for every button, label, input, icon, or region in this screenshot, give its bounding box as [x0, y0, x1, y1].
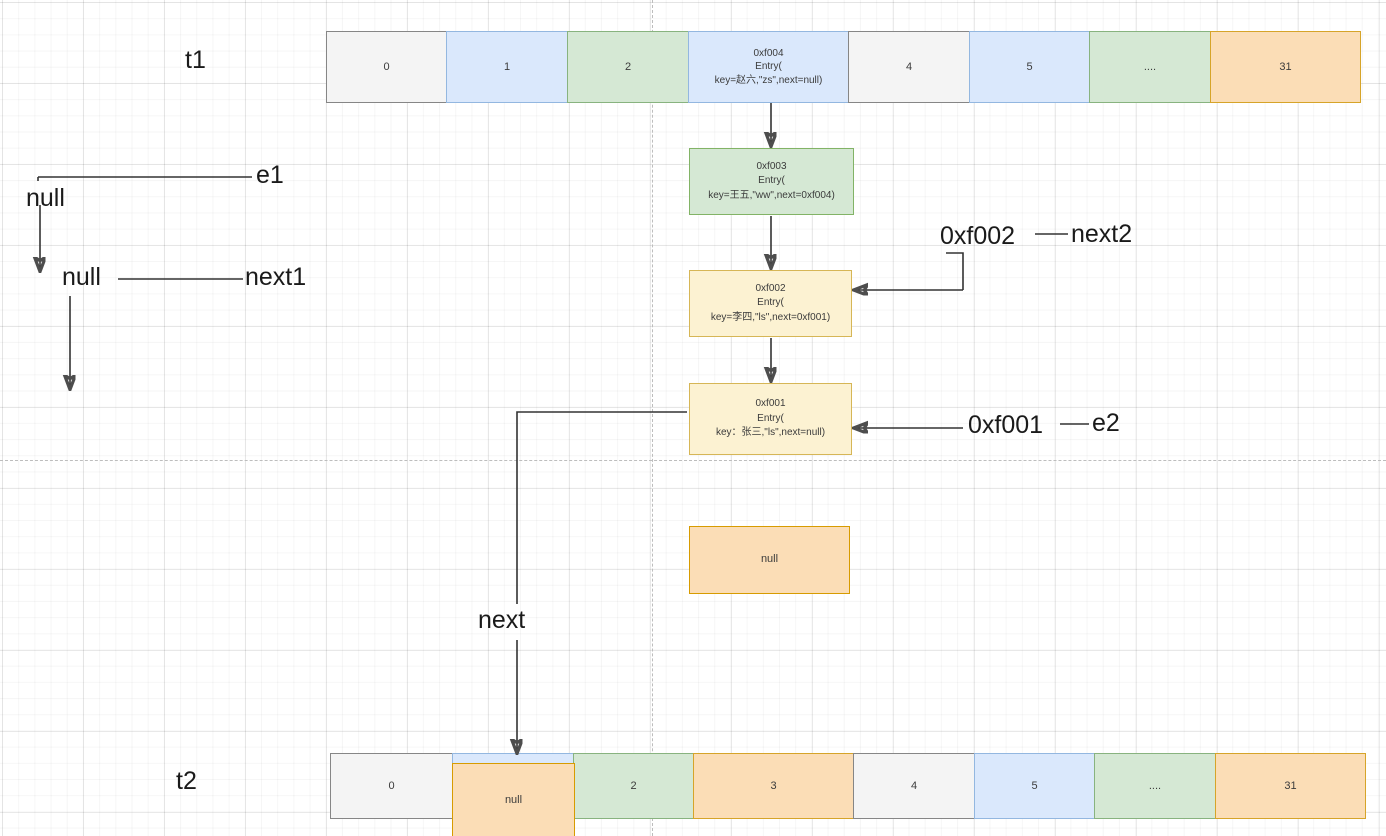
t2-cell-4-label: 4: [910, 779, 918, 792]
t2-cell-31[interactable]: 31: [1215, 753, 1366, 819]
t1-cell-ellipsis-label: ....: [1143, 60, 1157, 73]
entry-0xf001-body: key：张三,"ls",next=null): [715, 427, 826, 439]
page-guide-horizontal: [0, 460, 1386, 461]
label-addr-next2: 0xf002: [940, 222, 1016, 250]
entry-0xf002-addr: 0xf002: [755, 282, 786, 294]
entry-0xf003-body: key=王五,"ww",next=0xf004): [708, 189, 835, 201]
t2-cell-4[interactable]: 4: [853, 753, 975, 819]
t1-cell-2[interactable]: 2: [567, 31, 689, 103]
entry-0xf002-body: key=李四,"ls",next=0xf001): [710, 311, 831, 323]
t1-cell-3-addr: 0xf004: [753, 47, 784, 59]
table-label-t1: t1: [185, 46, 206, 74]
t2-cell-ellipsis-label: ....: [1148, 779, 1162, 792]
label-null-e1: null: [26, 184, 65, 212]
t1-cell-3-body: key=赵六,"zs",next=null): [714, 74, 823, 86]
hash-table-t1: 0 1 2 0xf004 Entry( key=赵六,"zs",next=nul…: [326, 31, 1361, 103]
label-null-next1: null: [62, 263, 101, 291]
null-box-middle-label: null: [760, 553, 779, 566]
t1-cell-31[interactable]: 31: [1210, 31, 1361, 103]
t1-cell-5-label: 5: [1026, 60, 1033, 73]
null-box-middle[interactable]: null: [689, 526, 850, 594]
t2-cell-2-label: 2: [630, 779, 637, 792]
t2-cell-2[interactable]: 2: [573, 753, 694, 819]
t1-cell-0-label: 0: [383, 60, 390, 73]
t1-cell-0[interactable]: 0: [326, 31, 447, 103]
t1-cell-4[interactable]: 4: [848, 31, 970, 103]
page-guide-vertical: [652, 0, 653, 836]
entry-0xf003-type: Entry(: [758, 175, 785, 187]
t1-cell-1-label: 1: [503, 60, 511, 73]
arrow-next-to-t2slot1: [516, 411, 687, 604]
t1-cell-4-label: 4: [905, 60, 913, 73]
entry-node-0xf003[interactable]: 0xf003 Entry( key=王五,"ww",next=0xf004): [689, 148, 854, 215]
t2-cell-5[interactable]: 5: [974, 753, 1095, 819]
label-addr-e2: 0xf001: [968, 411, 1044, 439]
t1-cell-3-entry-0xf004[interactable]: 0xf004 Entry( key=赵六,"zs",next=null): [688, 31, 849, 103]
entry-0xf001-addr: 0xf001: [755, 398, 786, 410]
t2-cell-5-label: 5: [1031, 779, 1038, 792]
entry-node-0xf002[interactable]: 0xf002 Entry( key=李四,"ls",next=0xf001): [689, 270, 852, 337]
label-next2: next2: [1071, 220, 1133, 248]
t2-cell-0-label: 0: [388, 779, 395, 792]
null-box-t2-slot1[interactable]: null: [452, 763, 575, 836]
t2-cell-3-label: 3: [770, 779, 777, 792]
entry-node-0xf001[interactable]: 0xf001 Entry( key：张三,"ls",next=null): [689, 383, 852, 455]
t2-cell-31-label: 31: [1284, 779, 1297, 792]
leader-e1: [37, 176, 252, 181]
label-next: next: [478, 606, 526, 634]
entry-0xf002-type: Entry(: [757, 297, 784, 309]
label-e2: e2: [1092, 409, 1120, 437]
label-next1: next1: [245, 263, 307, 291]
t1-cell-31-label: 31: [1279, 60, 1292, 73]
label-e1: e1: [256, 161, 284, 189]
t1-cell-ellipsis[interactable]: ....: [1089, 31, 1211, 103]
t1-cell-3-type: Entry(: [755, 61, 782, 73]
table-label-t2: t2: [176, 767, 197, 795]
t2-cell-ellipsis[interactable]: ....: [1094, 753, 1216, 819]
null-box-t2-slot1-label: null: [504, 793, 523, 806]
entry-0xf003-addr: 0xf003: [756, 160, 787, 172]
t1-cell-2-label: 2: [624, 60, 632, 73]
t1-cell-1[interactable]: 1: [446, 31, 568, 103]
t2-cell-0[interactable]: 0: [330, 753, 453, 819]
pointer-next2-to-f002: [946, 252, 964, 290]
t2-cell-3[interactable]: 3: [693, 753, 854, 819]
t1-cell-5[interactable]: 5: [969, 31, 1090, 103]
entry-0xf001-type: Entry(: [757, 412, 784, 424]
